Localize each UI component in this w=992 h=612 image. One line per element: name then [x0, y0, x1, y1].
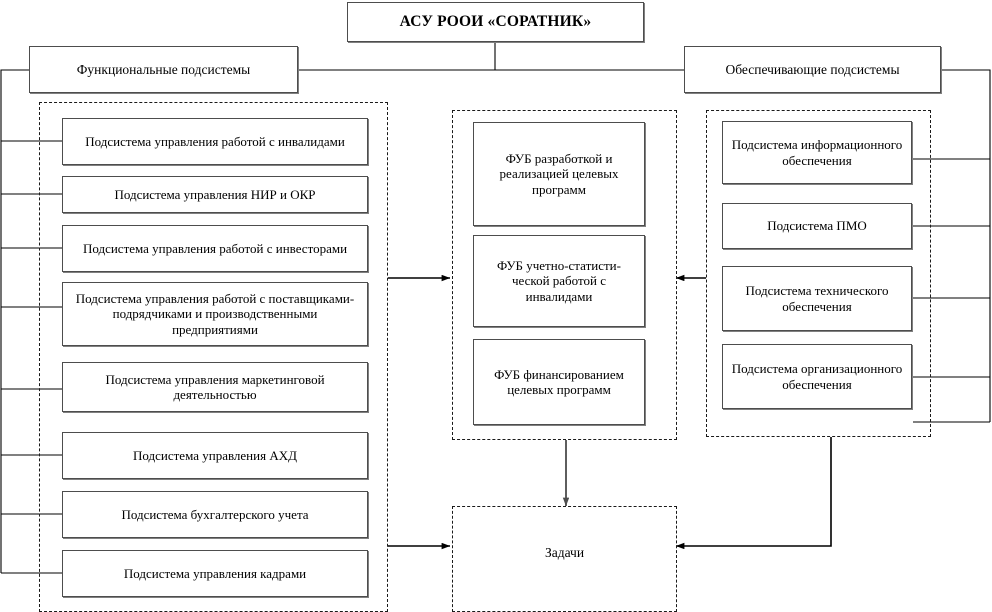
functional-subsystem-box-8[interactable]: Подсистема управления кадрами	[62, 550, 368, 597]
functional-subsystem-box-3[interactable]: Подсистема управления работой с инвестор…	[62, 225, 368, 272]
functional-subsystem-box-4[interactable]: Подсистема управления работой с поставщи…	[62, 282, 368, 346]
header-functional-subsystems[interactable]: Функциональные подсистемы	[29, 46, 298, 93]
functional-subsystem-box-6[interactable]: Подсистема управления АХД	[62, 432, 368, 479]
support-subsystem-box-2[interactable]: Подсистема ПМО	[722, 203, 912, 249]
support-subsystem-box-1[interactable]: Подсистема информационного обеспечения	[722, 121, 912, 184]
wire-support-to-tasks	[675, 437, 832, 550]
fub-box-2[interactable]: ФУБ учетно-статисти- ческой работой с ин…	[473, 235, 645, 327]
functional-subsystem-box-1[interactable]: Подсистема управления работой с инвалида…	[62, 118, 368, 165]
functional-subsystem-box-7[interactable]: Подсистема бухгалтерского учета	[62, 491, 368, 538]
support-subsystem-box-3[interactable]: Подсистема технического обеспечения	[722, 266, 912, 331]
support-subsystem-box-4[interactable]: Подсистема организационного обеспечения	[722, 344, 912, 409]
functional-subsystem-box-5[interactable]: Подсистема управления маркетинговой деят…	[62, 362, 368, 412]
header-support-subsystems[interactable]: Обеспечивающие подсистемы	[684, 46, 941, 93]
root-node[interactable]: АСУ РООИ «СОРАТНИК»	[347, 2, 644, 42]
fub-box-3[interactable]: ФУБ финансированием целевых программ	[473, 339, 645, 425]
support-subsystems-group	[706, 110, 931, 437]
tasks-label: Задачи	[544, 545, 585, 560]
tasks-group[interactable]: Задачи	[452, 506, 677, 612]
functional-subsystem-box-2[interactable]: Подсистема управления НИР и ОКР	[62, 176, 368, 213]
fub-box-1[interactable]: ФУБ разработкой и реализацией целевых пр…	[473, 122, 645, 226]
